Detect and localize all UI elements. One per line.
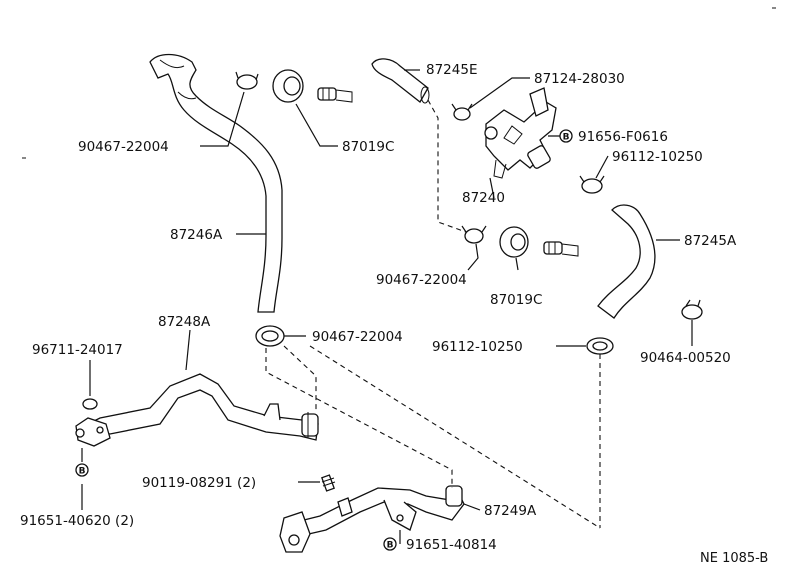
svg-text:B: B <box>387 541 394 551</box>
callout-87240: 87240 <box>462 190 505 206</box>
hose-87245e <box>371 58 430 104</box>
water-valve-87240 <box>484 87 557 179</box>
clamp-upper-left <box>235 71 259 90</box>
plug-middle <box>543 241 579 257</box>
reference-code: NE 1085-B <box>700 551 768 566</box>
marker-b-91656: B <box>559 129 573 143</box>
gasket-96711-24017 <box>82 398 98 410</box>
hose-87245a <box>597 204 656 319</box>
bolt-90119-08291 <box>321 474 336 492</box>
plug-upper <box>317 87 353 103</box>
callout-87248a: 87248A <box>158 314 211 330</box>
callout-96112-10250-lower: 96112-10250 <box>432 339 523 355</box>
marker-b-91651-40620: B <box>75 463 89 477</box>
callout-90467-22004-lower: 90467-22004 <box>312 329 403 345</box>
callout-96112-10250-upper: 96112-10250 <box>612 149 703 165</box>
clamp-96112-10250-lower <box>586 337 614 355</box>
pipe-87249a <box>279 485 465 553</box>
clamp-middle <box>461 225 487 244</box>
callout-91656-f0616: 91656-F0616 <box>578 129 668 145</box>
grommet-87019c-upper <box>272 69 304 103</box>
callout-90467-22004-middle: 90467-22004 <box>376 272 467 288</box>
clamp-96112-10250-upper <box>579 175 605 194</box>
marker-b-91651-40814: B <box>383 537 397 551</box>
hose-87246a <box>149 53 283 313</box>
dashed-connections <box>265 99 601 529</box>
callout-87019c-middle: 87019C <box>490 292 542 308</box>
callout-87124-28030: 87124-28030 <box>534 71 625 87</box>
callout-87019c-upper: 87019C <box>342 139 394 155</box>
pipe-87248a <box>75 373 319 447</box>
grommet-87019c-middle <box>499 226 529 258</box>
callout-87245e: 87245E <box>426 62 477 78</box>
callout-87249a: 87249A <box>484 503 537 519</box>
clamp-87124-28030 <box>451 103 473 121</box>
callout-91651-40814: 91651-40814 <box>406 537 497 553</box>
callout-96711-24017: 96711-24017 <box>32 342 123 358</box>
callout-87245a: 87245A <box>684 233 737 249</box>
callout-87246a: 87246A <box>170 227 223 243</box>
callout-91651-40620: 91651-40620 (2) <box>20 513 134 529</box>
clip-90464-00520 <box>681 299 703 320</box>
callout-90467-22004-upper: 90467-22004 <box>78 139 169 155</box>
svg-text:B: B <box>563 133 570 143</box>
clamp-90467-22004-lower <box>255 325 285 347</box>
callout-90464-00520: 90464-00520 <box>640 350 731 366</box>
callout-90119-08291: 90119-08291 (2) <box>142 475 256 491</box>
svg-text:B: B <box>79 467 86 477</box>
